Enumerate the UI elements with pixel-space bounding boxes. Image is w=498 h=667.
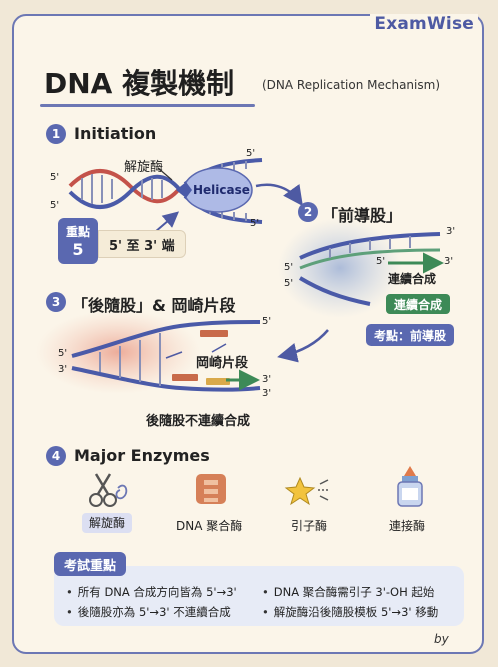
enzyme-label-helicase: 解旋酶 — [82, 513, 133, 533]
exam-point-leading-pill: 考點：前導股 — [366, 324, 455, 346]
badge-pointer — [154, 211, 180, 233]
enzyme-label-primase: 引子酶 — [291, 519, 328, 533]
flow-arrow-1-2 — [255, 183, 303, 207]
dna-lagging-strand — [71, 320, 261, 392]
lagging-end-right-mid: 3' — [262, 374, 272, 385]
enzyme-label-polymerase: DNA 聚合酶 — [176, 519, 243, 533]
polymerase-icon — [196, 474, 226, 504]
key-point-badge: 重點 5 — [58, 218, 98, 264]
leading-end-left-top: 5' — [284, 262, 294, 273]
step-2-number: 2 — [298, 202, 318, 222]
leading-synthesis-label: 連續合成 — [388, 272, 437, 286]
lagging-end-right-top: 5' — [262, 316, 272, 327]
okazaki-fragments-label: 岡崎片段 — [196, 356, 249, 371]
helicase-pointer — [157, 167, 173, 181]
step-3-number: 3 — [46, 292, 66, 312]
badge-description: 5' 至 3' 端 — [98, 230, 186, 258]
helicase-wedge-icon — [176, 182, 192, 198]
lagging-caption: 後隨股不連續合成 — [146, 414, 251, 429]
leading-blob — [278, 218, 402, 318]
exam-point-4: 解旋酶沿後隨股模板 5'→3' 移動 — [262, 604, 438, 620]
leading-end-left-bottom: 5' — [284, 278, 294, 289]
exam-point-1: 所有 DNA 合成方向皆為 5'→3' — [66, 584, 237, 600]
page-title: DNA 複製機制 — [44, 67, 235, 100]
brand-logo: ExamWise — [370, 14, 478, 34]
dna-leading-strand — [298, 232, 444, 306]
helicase-label: 解旋酶 — [124, 160, 164, 175]
step-4-title: Major Enzymes — [74, 446, 210, 465]
scissors-icon — [89, 473, 128, 507]
end-label-helix-bottom-left: 5' — [50, 200, 60, 211]
enzyme-label-ligase: 連接酶 — [389, 519, 426, 533]
end-label-helix-top-left: 5' — [50, 172, 60, 183]
badge-top-text: 重點 — [65, 225, 90, 239]
enzyme-highlight: 解旋酶 — [82, 513, 133, 533]
lagging-end-right-bottom: 3' — [262, 388, 272, 399]
leading-arrow-end: 3' — [444, 256, 454, 267]
leading-end-top: 3' — [446, 226, 456, 237]
step-3-title: 「後隨股」& 岡崎片段 — [72, 296, 236, 315]
step-1-title: Initiation — [74, 124, 157, 143]
exam-point-2: DNA 聚合酶需引子 3'-OH 起始 — [262, 584, 435, 600]
lagging-end-left-top: 5' — [58, 348, 68, 359]
step-1-number: 1 — [46, 124, 66, 144]
end-label-helix-top-right: 5' — [246, 148, 256, 159]
leading-arrow-start: 5' — [376, 256, 386, 267]
byline: by — [434, 632, 449, 646]
lagging-end-left-bottom: 3' — [58, 364, 68, 375]
badge-number: 5 — [72, 240, 84, 259]
helicase-name: Helicase — [193, 183, 250, 197]
page-subtitle: (DNA Replication Mechanism) — [262, 78, 440, 92]
title-underline — [40, 104, 255, 107]
glue-icon — [397, 466, 423, 507]
flow-arrow-2-3 — [277, 329, 329, 363]
exam-point-3: 後隨股亦為 5'→3' 不連續合成 — [66, 604, 231, 620]
step-4-number: 4 — [46, 446, 66, 466]
exam-points-tag: 考試重點 — [54, 552, 127, 576]
step-2-title: 「前導股」 — [322, 206, 403, 225]
continuous-synthesis-pill: 連續合成 — [386, 294, 451, 314]
end-label-helix-bottom-right: 5' — [250, 218, 260, 229]
star-icon — [284, 476, 330, 506]
